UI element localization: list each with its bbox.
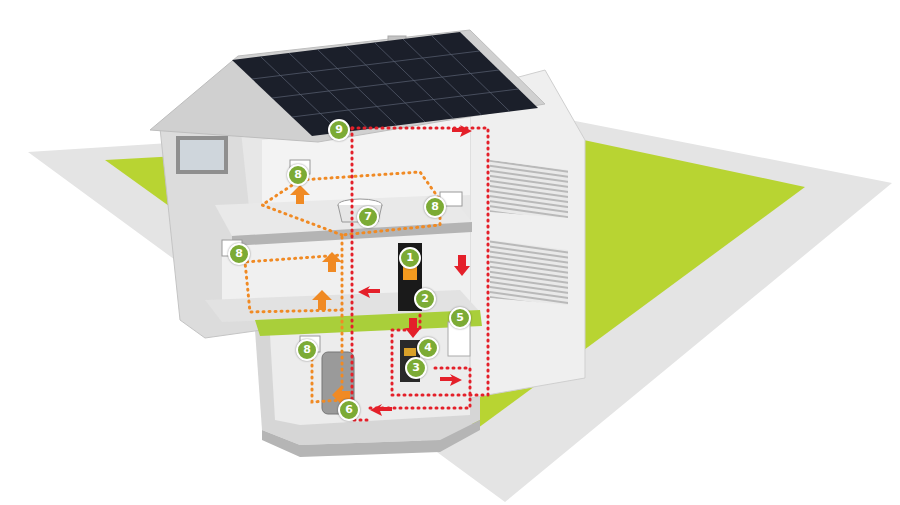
ground-plane <box>28 118 892 502</box>
callout-number: 7 <box>357 206 379 228</box>
callout-number: 2 <box>414 288 436 310</box>
callout-number: 9 <box>328 119 350 141</box>
heating-flow-arrow <box>290 185 350 405</box>
basement-room <box>270 325 470 425</box>
basement-floor-edge <box>262 420 480 457</box>
callout-number: 8 <box>228 243 250 265</box>
callout-number: 6 <box>338 399 360 421</box>
callout-number: 8 <box>296 339 318 361</box>
window <box>176 136 228 174</box>
boiler-display <box>404 348 416 356</box>
callout-number: 3 <box>405 357 427 379</box>
solar-panel <box>232 32 538 136</box>
callout-number: 8 <box>287 164 309 186</box>
basement-wall <box>255 318 480 445</box>
shutter <box>490 160 568 218</box>
callout-number: 8 <box>424 196 446 218</box>
shutter <box>490 240 568 305</box>
window <box>180 140 224 170</box>
heating-circuit <box>245 172 440 402</box>
solar-panel-grid <box>252 36 519 133</box>
callout-number: 5 <box>449 307 471 329</box>
callout-number: 1 <box>399 247 421 269</box>
callout-number: 4 <box>417 337 439 359</box>
solar-circuit <box>352 128 488 420</box>
roof <box>150 30 545 142</box>
solar-flow-arrow <box>358 125 472 416</box>
